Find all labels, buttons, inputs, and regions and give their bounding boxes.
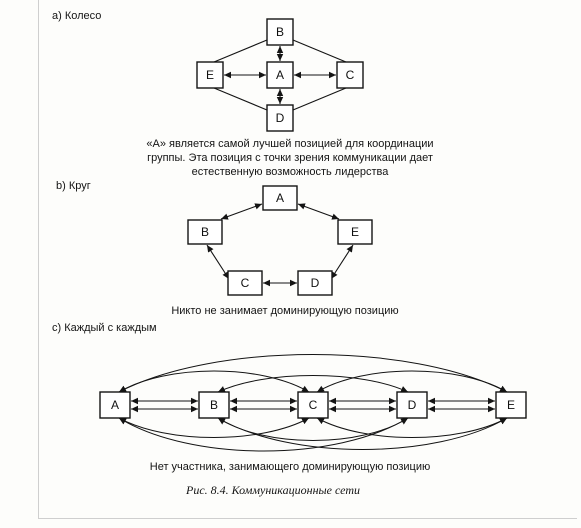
wheel-caption-line-2: группы. Эта позиция с точки зрения комму… bbox=[147, 152, 433, 164]
wheel-line-b-e bbox=[213, 39, 268, 63]
circle-node-a-box bbox=[262, 185, 298, 211]
wheel-node-b-label: B bbox=[276, 25, 284, 39]
wheel-node-c: C bbox=[336, 61, 364, 89]
circle-node-e-box bbox=[337, 219, 373, 245]
wheel-line-b-c bbox=[292, 39, 347, 63]
all-arc-c-e bbox=[316, 370, 508, 393]
wheel-node-a-box bbox=[266, 61, 294, 89]
all-node-c-label: C bbox=[309, 398, 318, 412]
wheel-node-e-box bbox=[196, 61, 224, 89]
wheel-node-b-box bbox=[266, 18, 294, 46]
wheel-node-d-label: D bbox=[276, 111, 285, 125]
all-node-b: B bbox=[198, 391, 230, 419]
all-node-c: C bbox=[297, 391, 329, 419]
wheel-node-e-label: E bbox=[206, 68, 214, 82]
wheel-node-c-label: C bbox=[346, 68, 355, 82]
circle-node-c-label: C bbox=[241, 276, 250, 290]
circle-arrow-e-d bbox=[330, 244, 354, 280]
wheel-heading: а) Колесо bbox=[52, 10, 102, 22]
all-node-e-label: E bbox=[507, 398, 515, 412]
all-arc-a-c bbox=[118, 370, 310, 393]
wheel-node-e: E bbox=[196, 61, 224, 89]
wheel-caption-line-1: «А» является самой лучшей позицией для к… bbox=[146, 138, 434, 150]
circle-arrow-b-c bbox=[206, 244, 230, 280]
circle-node-d: D bbox=[297, 270, 333, 296]
nodes-layer: B D E C A A B E C D A B C D E bbox=[99, 18, 527, 419]
all-node-a: A bbox=[99, 391, 131, 419]
scan-frame bbox=[38, 0, 577, 519]
wheel-line-d-e bbox=[213, 87, 268, 111]
circle-node-e-label: E bbox=[351, 225, 359, 239]
circle-node-b: B bbox=[187, 219, 223, 245]
all-node-e: E bbox=[495, 391, 527, 419]
all-arc-a-e bbox=[118, 354, 508, 393]
all-node-c-box bbox=[297, 391, 329, 419]
all-node-d-label: D bbox=[408, 398, 417, 412]
circle-node-b-box bbox=[187, 219, 223, 245]
wheel-node-c-box bbox=[336, 61, 364, 89]
all-node-b-box bbox=[198, 391, 230, 419]
circle-node-a: A bbox=[262, 185, 298, 211]
all-node-a-box bbox=[99, 391, 131, 419]
all-arc-b-d bbox=[217, 375, 409, 393]
all-node-d: D bbox=[396, 391, 428, 419]
circle-arrow-a-b bbox=[220, 203, 263, 220]
all-arc-a-d bbox=[118, 417, 409, 452]
wheel-node-b: B bbox=[266, 18, 294, 46]
circle-node-a-label: A bbox=[276, 191, 284, 205]
all-arc-a-c-bottom bbox=[118, 417, 310, 438]
circle-caption: Никто не занимает доминирующую позицию bbox=[171, 305, 399, 317]
circle-node-e: E bbox=[337, 219, 373, 245]
all-arc-b-d-bottom bbox=[217, 417, 409, 441]
all-node-b-label: B bbox=[210, 398, 218, 412]
all-channel-caption: Нет участника, занимающего доминирующую … bbox=[149, 461, 431, 473]
wheel-caption-line-3: естественную возможность лидерства bbox=[191, 166, 389, 178]
wheel-line-d-c bbox=[292, 87, 347, 111]
all-node-d-box bbox=[396, 391, 428, 419]
all-arc-c-e-bottom bbox=[316, 417, 508, 438]
circle-node-c: C bbox=[227, 270, 263, 296]
edges-layer bbox=[118, 39, 508, 452]
figure-caption: Рис. 8.4. Коммуникационные сети bbox=[186, 483, 360, 497]
circle-heading: b) Круг bbox=[56, 180, 91, 192]
wheel-node-a-label: A bbox=[276, 68, 284, 82]
circle-node-d-label: D bbox=[311, 276, 320, 290]
circle-node-c-box bbox=[227, 270, 263, 296]
all-node-a-label: A bbox=[111, 398, 119, 412]
all-node-e-box bbox=[495, 391, 527, 419]
wheel-node-d: D bbox=[266, 104, 294, 132]
all-arc-b-e bbox=[217, 417, 508, 450]
wheel-node-a: A bbox=[266, 61, 294, 89]
all-channel-heading: с) Каждый с каждым bbox=[52, 322, 157, 334]
circle-arrow-a-e bbox=[297, 203, 340, 220]
wheel-node-d-box bbox=[266, 104, 294, 132]
circle-node-d-box bbox=[297, 270, 333, 296]
circle-node-b-label: B bbox=[201, 225, 209, 239]
wheel-caption: «А» является самой лучшей позицией для к… bbox=[130, 137, 450, 179]
